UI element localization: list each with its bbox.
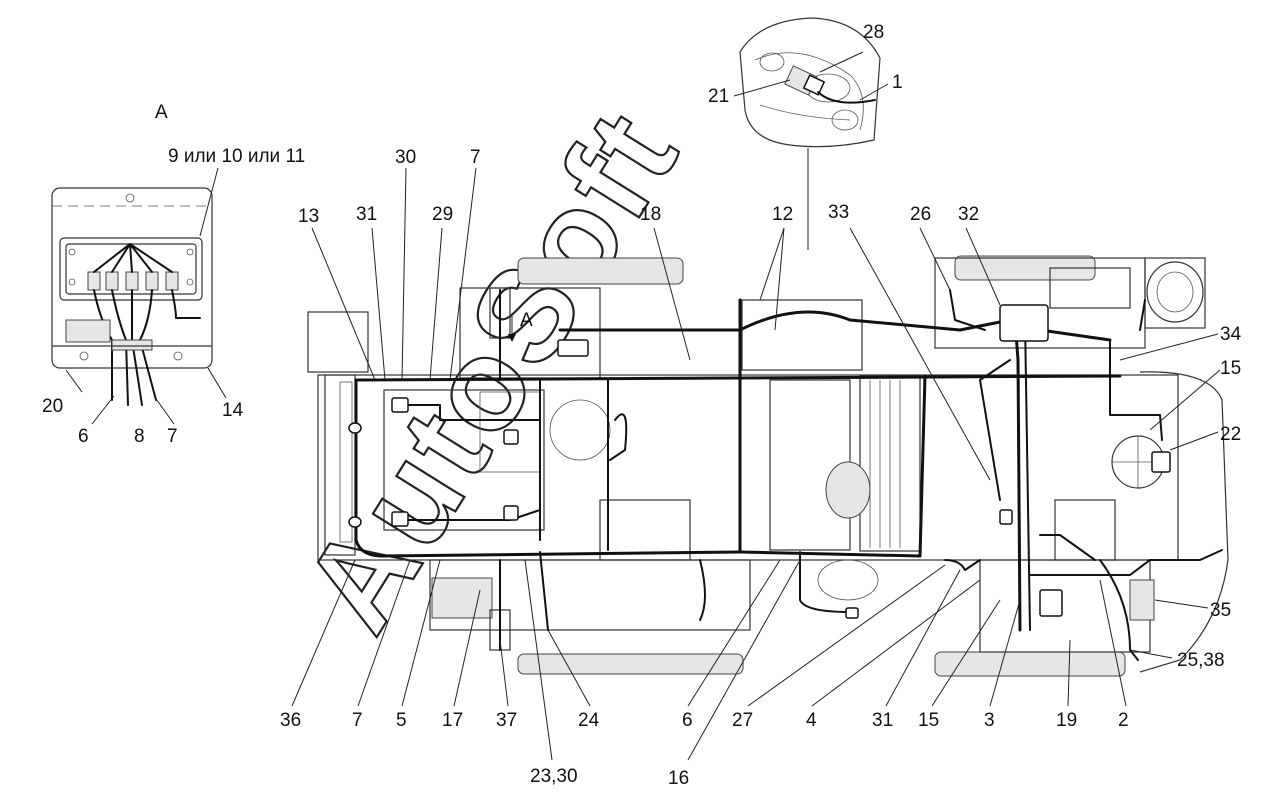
callout: 36 — [280, 710, 301, 731]
callout: 14 — [222, 400, 244, 421]
view-label: A — [155, 102, 168, 123]
callout: 7 — [352, 710, 363, 731]
callout: 15 — [1220, 358, 1241, 379]
callout: 31 — [356, 204, 377, 225]
callout: 25,38 — [1177, 650, 1225, 671]
callout: 18 — [640, 204, 661, 225]
callout: 35 — [1210, 600, 1231, 621]
callout: 2 — [1118, 710, 1129, 731]
labels: A 9 или 10 или 11 20 6 8 7 14 28 1 21 13… — [42, 22, 1242, 789]
callout: 37 — [496, 710, 517, 731]
callout: 28 — [863, 22, 884, 43]
callout: 33 — [828, 202, 849, 223]
callout: 3 — [984, 710, 995, 731]
callout: 16 — [668, 768, 689, 789]
callout: 12 — [772, 204, 793, 225]
top-inset — [739, 17, 881, 250]
callout: 6 — [682, 710, 693, 731]
callout: 34 — [1220, 324, 1242, 345]
callout: 24 — [578, 710, 600, 731]
callout: 7 — [167, 426, 178, 447]
callout: 32 — [958, 204, 979, 225]
watermark-text: AutoSoft — [275, 85, 707, 655]
callout: 31 — [872, 710, 893, 731]
callout: 23,30 — [530, 766, 578, 787]
callout: 27 — [732, 710, 753, 731]
callout: 4 — [806, 710, 817, 731]
callout: 20 — [42, 396, 63, 417]
wiring-harness — [348, 289, 1223, 661]
view-label: A — [520, 310, 533, 331]
callout: 26 — [910, 204, 931, 225]
view-arrow-icon — [508, 334, 516, 342]
callout: 7 — [470, 147, 481, 168]
callout: 19 — [1056, 710, 1077, 731]
leader-lines — [291, 51, 1221, 761]
vehicle-body — [307, 255, 1229, 677]
callout: 29 — [432, 204, 453, 225]
callout: 22 — [1220, 424, 1241, 445]
callout: 21 — [708, 86, 729, 107]
detail-a — [51, 167, 227, 425]
callout: 13 — [298, 206, 319, 227]
watermark: AutoSoft — [274, 84, 708, 656]
detail-title: 9 или 10 или 11 — [168, 146, 305, 167]
callout: 1 — [892, 72, 903, 93]
callout: 30 — [395, 147, 416, 168]
callout: 5 — [396, 710, 407, 731]
callout: 8 — [134, 426, 145, 447]
callout: 15 — [918, 710, 939, 731]
callout: 6 — [78, 426, 89, 447]
callout: 17 — [442, 710, 463, 731]
